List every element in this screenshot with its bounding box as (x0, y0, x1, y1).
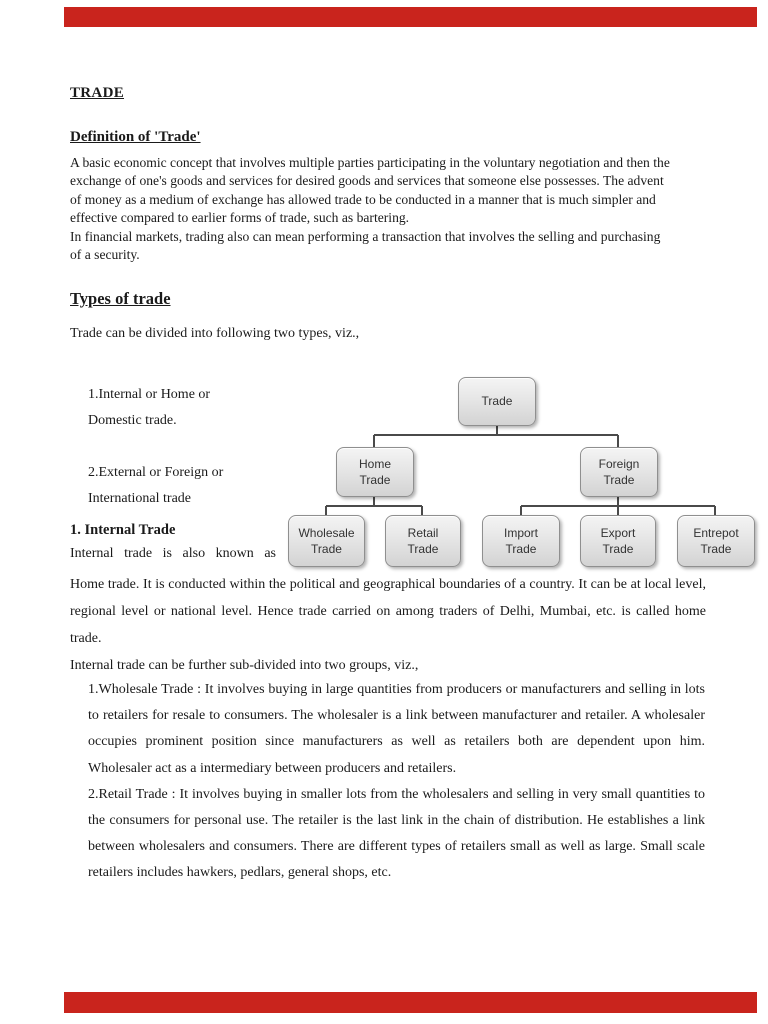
internal-trade-body-text: Home trade. It is conducted within the p… (70, 577, 706, 646)
diagram-node-import-trade: Import Trade (482, 515, 560, 567)
types-list-item-external: 2.External or Foreign or International t… (88, 465, 224, 506)
types-intro-text: Trade can be divided into following two … (70, 326, 360, 341)
internal-trade-groups: 1.Wholesale Trade : It involves buying i… (88, 677, 705, 887)
definition-paragraph-1: A basic economic concept that involves m… (70, 155, 670, 226)
internal-trade-heading: 1. Internal Trade (70, 522, 176, 538)
document-title: TRADE (70, 85, 125, 101)
types-list-item-internal: 1.Internal or Home or Domestic trade. (88, 387, 211, 428)
bottom-red-overlay-bar (64, 992, 757, 1013)
diagram-node-retail-trade: Retail Trade (385, 515, 461, 567)
diagram-connector-lines (325, 424, 716, 515)
retail-trade-paragraph: 2.Retail Trade : It involves buying in s… (88, 786, 705, 881)
internal-trade-intro-line: Internal trade is also known as (70, 546, 276, 561)
diagram-node-foreign-trade: Foreign Trade (580, 447, 658, 497)
types-list: 1.Internal or Home or Domestic trade. 2.… (88, 356, 318, 538)
definition-paragraph: A basic economic concept that involves m… (70, 154, 674, 264)
diagram-node-wholesale-trade: Wholesale Trade (288, 515, 365, 567)
wholesale-trade-paragraph: 1.Wholesale Trade : It involves buying i… (88, 682, 705, 776)
diagram-node-export-trade: Export Trade (580, 515, 656, 567)
diagram-node-trade: Trade (458, 377, 536, 426)
top-red-overlay-bar (64, 7, 757, 27)
diagram-node-entrepot-trade: Entrepot Trade (677, 515, 755, 567)
types-of-trade-heading: Types of trade (70, 289, 171, 308)
definition-paragraph-2: In financial markets, trading also can m… (70, 228, 661, 263)
internal-trade-subintro: Internal trade can be further sub-divide… (70, 658, 419, 673)
internal-trade-body: Home trade. It is conducted within the p… (70, 571, 706, 679)
definition-heading: Definition of 'Trade' (70, 129, 201, 145)
diagram-node-home-trade: Home Trade (336, 447, 414, 497)
trade-types-diagram: Trade Home Trade Foreign Trade Wholesale… (283, 373, 755, 571)
